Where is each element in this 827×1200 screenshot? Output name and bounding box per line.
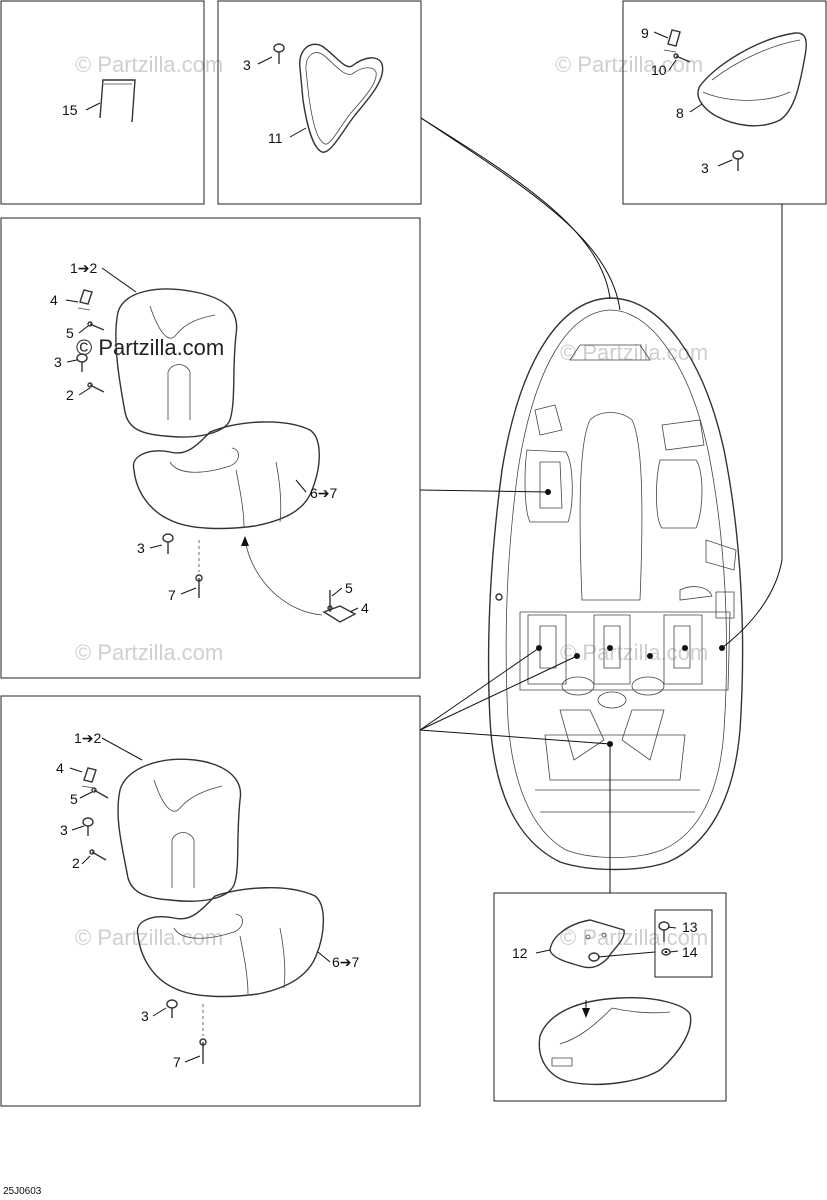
screw-3-right — [732, 150, 744, 171]
label-5: 5 — [345, 580, 353, 596]
hardware-13-14 — [658, 921, 671, 956]
storage-bin — [538, 996, 692, 1086]
label-13: 13 — [682, 919, 698, 935]
rear-seat-cushion — [136, 887, 325, 998]
label-1-to-2: 1➔2 — [74, 730, 102, 746]
label-15: 15 — [62, 102, 78, 118]
label-10: 10 — [651, 62, 667, 78]
label-3: 3 — [141, 1008, 149, 1024]
panel-seat-front — [0, 217, 421, 679]
rear-seat-hardware — [81, 767, 207, 1064]
watermark: © Partzilla.com — [560, 925, 708, 950]
label-7: 7 — [173, 1054, 181, 1070]
label-11: 11 — [268, 130, 283, 146]
watermark: © Partzilla.com — [75, 925, 223, 950]
label-1-to-2: 1➔2 — [70, 260, 98, 276]
arrow-head — [582, 1008, 590, 1018]
front-seat-hardware — [76, 289, 357, 623]
front-seat-backrest — [115, 288, 238, 438]
arrow-head — [241, 536, 249, 546]
leader-lines — [65, 31, 783, 1063]
watermark: © Partzilla.com — [560, 340, 708, 365]
label-5: 5 — [66, 325, 74, 341]
panel-seat-rear — [0, 695, 421, 1107]
panel-hardware — [654, 909, 713, 978]
screw-10 — [673, 53, 691, 63]
panel-part-15 — [0, 0, 205, 205]
label-3: 3 — [701, 160, 709, 176]
label-14: 14 — [682, 944, 698, 960]
part-labels: 15 3 11 9 10 8 3 1➔2 4 5 3 2 6➔7 3 7 5 4… — [50, 25, 709, 1070]
hull-callout-dots — [536, 489, 725, 747]
drawing-code: 25J0603 — [3, 1186, 42, 1197]
front-seat-cushion — [132, 421, 320, 530]
label-6-to-7: 6➔7 — [310, 485, 338, 501]
label-4: 4 — [56, 760, 64, 776]
label-2: 2 — [72, 855, 80, 871]
label-3: 3 — [60, 822, 68, 838]
watermarks: © Partzilla.com © Partzilla.com © Partzi… — [75, 52, 708, 950]
label-12: 12 — [512, 945, 528, 961]
bracket-9 — [663, 29, 681, 53]
front-seat-arrow — [244, 539, 323, 616]
label-4: 4 — [50, 292, 58, 308]
watermark: © Partzilla.com — [560, 640, 708, 665]
screw-3-top — [273, 43, 285, 64]
label-4: 4 — [361, 600, 369, 616]
part-15-clip — [99, 79, 136, 123]
label-3: 3 — [54, 354, 62, 370]
label-9: 9 — [641, 25, 649, 41]
rear-seat-backrest — [117, 758, 242, 902]
part-8-cushion — [697, 32, 807, 127]
watermark: © Partzilla.com — [75, 52, 223, 77]
label-6-to-7: 6➔7 — [332, 954, 360, 970]
panel-part-11 — [217, 0, 422, 205]
watermark: © Partzilla.com — [76, 335, 224, 360]
label-3: 3 — [243, 57, 251, 73]
watermark: © Partzilla.com — [555, 52, 703, 77]
part-11-pad — [299, 43, 384, 153]
label-7: 7 — [168, 587, 176, 603]
label-3: 3 — [137, 540, 145, 556]
label-8: 8 — [676, 105, 684, 121]
label-5: 5 — [70, 791, 78, 807]
craft-hull — [487, 297, 744, 871]
label-2: 2 — [66, 387, 74, 403]
panel-part-8 — [622, 0, 827, 205]
watermark: © Partzilla.com — [75, 640, 223, 665]
